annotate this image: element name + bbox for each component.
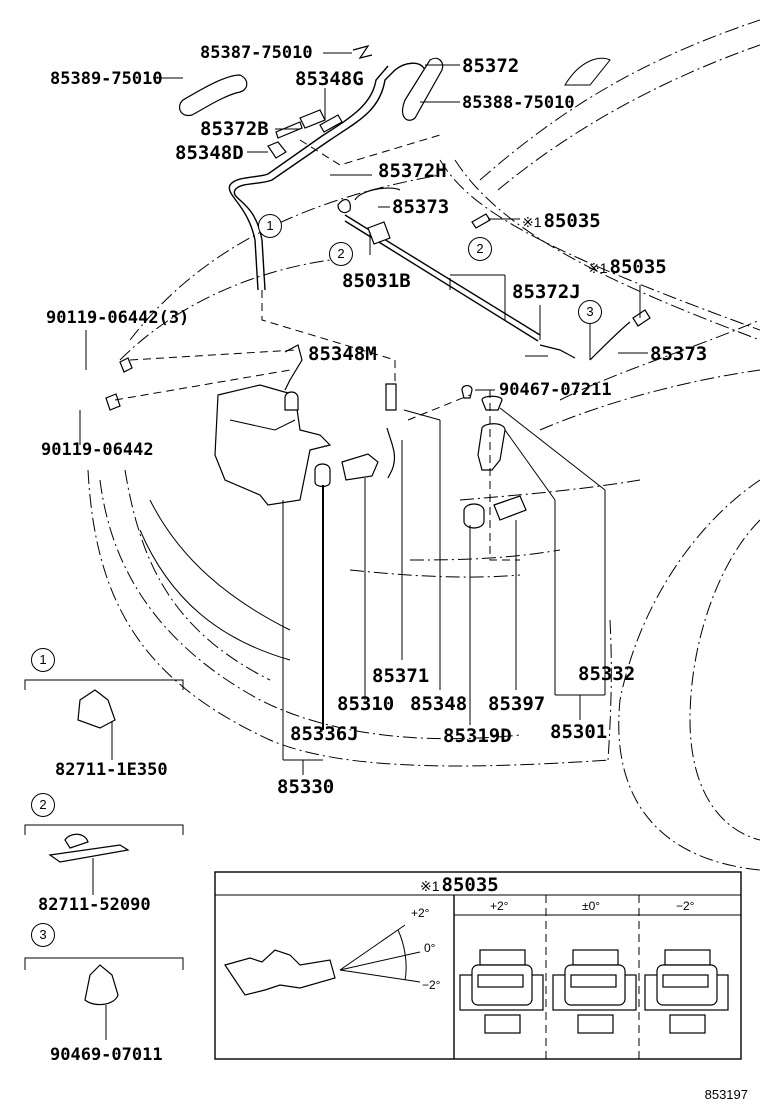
installation-guide-lines <box>114 134 520 561</box>
clip-ref-marker: 2 <box>31 793 55 817</box>
part-label[interactable]: 85372 <box>462 55 520 77</box>
leader-lines <box>79 52 648 1040</box>
angle-label-down: −2° <box>422 978 441 992</box>
part-label[interactable]: 85372H <box>378 160 447 182</box>
part-label[interactable]: 85371 <box>372 665 430 687</box>
part-label[interactable]: 85310 <box>337 693 395 715</box>
clip-legend <box>24 679 184 1006</box>
part-number[interactable]: 85035 <box>441 874 499 896</box>
detail-box-frame <box>214 871 742 1060</box>
clip-ref-marker[interactable]: 2 <box>329 242 353 266</box>
part-label[interactable]: 85348D <box>175 142 244 164</box>
part-label[interactable]: 85348 <box>410 693 468 715</box>
part-label[interactable]: 85031B <box>342 270 411 292</box>
clip-part-number[interactable]: 90469-07011 <box>50 1045 163 1065</box>
hose-routing <box>179 45 651 361</box>
part-label[interactable]: 85330 <box>277 776 335 798</box>
part-label[interactable]: 85336J <box>290 723 359 745</box>
part-label[interactable]: 85319D <box>443 725 512 747</box>
part-number: 85035 <box>543 210 601 232</box>
column-header: ±0° <box>582 899 601 913</box>
angle-label-zero: 0° <box>424 941 436 955</box>
clip-ref-marker[interactable]: 1 <box>258 214 282 238</box>
part-label[interactable]: 85372B <box>200 118 269 140</box>
part-label[interactable]: 90467-07211 <box>499 380 612 400</box>
part-label[interactable]: 85387-75010 <box>200 43 313 63</box>
note-mark: ※1 <box>588 260 608 276</box>
nozzle-views <box>459 949 729 1034</box>
column-header: +2° <box>490 899 509 913</box>
part-label[interactable]: 85373 <box>392 196 450 218</box>
part-label[interactable]: 85372J <box>512 281 581 303</box>
part-label[interactable]: 85348M <box>308 343 377 365</box>
note-mark: ※1 <box>420 878 440 894</box>
angle-label-up: +2° <box>411 906 430 920</box>
part-number: 85035 <box>609 256 667 278</box>
washer-reservoir-assembly <box>105 344 527 529</box>
car-body-outline <box>87 19 760 871</box>
part-label[interactable]: 85373 <box>650 343 708 365</box>
clip-ref-marker[interactable]: 3 <box>578 300 602 324</box>
note-mark: ※1 <box>522 214 542 230</box>
part-label[interactable]: 85348G <box>295 68 364 90</box>
part-label[interactable]: 85301 <box>550 721 608 743</box>
part-label[interactable]: 90119-06442(3) <box>46 308 190 328</box>
clip-ref-marker[interactable]: 2 <box>468 237 492 261</box>
figure-number: 853197 <box>704 1087 748 1102</box>
clip-ref-marker: 1 <box>31 648 55 672</box>
part-label[interactable]: 85388-75010 <box>462 93 575 113</box>
clip-part-number[interactable]: 82711-52090 <box>38 895 151 915</box>
part-label[interactable]: 85397 <box>488 693 546 715</box>
part-label[interactable]: 90119-06442 <box>41 440 154 460</box>
part-label[interactable]: 85389-75010 <box>50 69 163 89</box>
part-label[interactable]: 85332 <box>578 663 636 685</box>
clip-part-number[interactable]: 82711-1E350 <box>55 760 168 780</box>
clip-ref-marker: 3 <box>31 923 55 947</box>
column-header: −2° <box>676 899 695 913</box>
